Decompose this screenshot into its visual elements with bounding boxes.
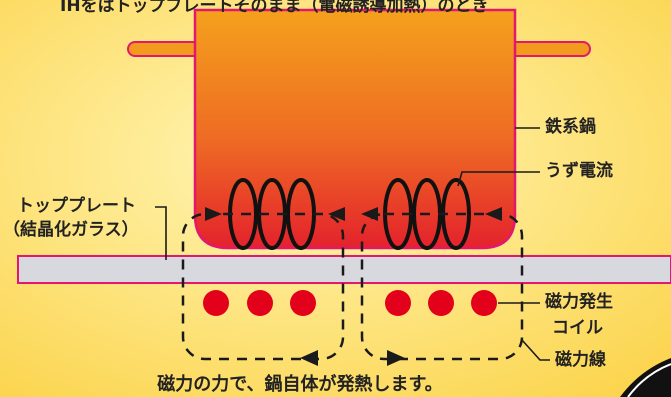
label-pot: 鉄系鍋: [545, 117, 596, 137]
coil-dot: [471, 290, 497, 316]
top-caption: IHをはトップブレートそのまま（電磁誘導加熱）のとき: [60, 0, 489, 16]
label-top-plate-line2: （結晶化ガラス）: [3, 220, 139, 240]
coil-dot: [247, 290, 273, 316]
coil-dot: [203, 290, 229, 316]
bottom-caption: 磁力の力で、鍋自体が発熱します。: [0, 370, 600, 396]
coil-dot: [290, 290, 316, 316]
label-top-plate-line1: トッププレート: [17, 196, 136, 216]
label-coil-line1: 磁力発生: [545, 292, 613, 312]
label-eddy-current: うず電流: [545, 161, 613, 181]
top-plate: [18, 256, 671, 283]
coil-dot: [428, 290, 454, 316]
coil-dot: [385, 290, 411, 316]
label-field-lines: 磁力線: [555, 350, 606, 370]
label-coil-line2: コイル: [552, 318, 603, 338]
